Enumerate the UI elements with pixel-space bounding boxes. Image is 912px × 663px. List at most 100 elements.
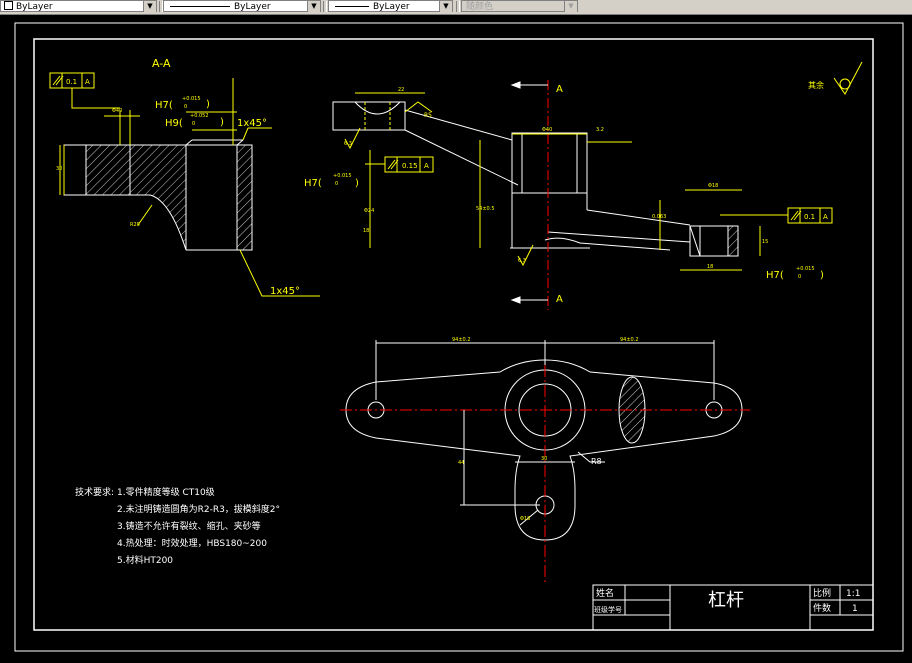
- svg-text:+0.015: +0.015: [333, 173, 352, 179]
- svg-text:R20: R20: [130, 222, 140, 228]
- toolbar-separator: [323, 1, 327, 12]
- scale-value: 1:1: [846, 589, 860, 599]
- fcf-left: 0.1 A: [49, 72, 120, 109]
- plotstyle-value: 随颜色: [466, 2, 494, 12]
- left-boss-arc: [354, 101, 401, 115]
- svg-text:94±0.2: 94±0.2: [620, 337, 639, 343]
- svg-text:): ): [220, 117, 224, 128]
- qty-value: 1: [852, 604, 858, 614]
- general-roughness: 其余: [808, 61, 863, 95]
- svg-text:R5: R5: [424, 112, 432, 119]
- svg-text:6.3: 6.3: [344, 141, 352, 147]
- svg-text:0.063: 0.063: [652, 214, 666, 220]
- flange: [63, 144, 87, 196]
- svg-text:18: 18: [363, 228, 369, 234]
- note-item-3: 3.铸造不允许有裂纹、缩孔、夹砂等: [117, 520, 261, 532]
- top-view: 94±0.2 94±0.2 30 44 R8 Φ18: [340, 337, 750, 585]
- svg-text:0: 0: [335, 181, 338, 187]
- chamfer-top: 1x45°: [237, 118, 267, 129]
- notes-heading: 技术要求:: [75, 486, 114, 498]
- svg-text:54±0.5: 54±0.5: [476, 206, 495, 212]
- svg-text:15: 15: [762, 239, 768, 245]
- name-label: 姓名: [596, 587, 614, 599]
- view-label-a-bottom: A: [556, 294, 563, 305]
- svg-text:): ): [206, 99, 210, 110]
- lineweight-dropdown[interactable]: ByLayer ▼: [328, 0, 453, 12]
- note-item-2: 2.未注明铸造圆角为R2-R3，拔模斜度2°: [117, 503, 280, 515]
- svg-text:94±0.2: 94±0.2: [452, 337, 471, 343]
- note-item-1: 1.零件精度等级 CT10级: [117, 486, 215, 498]
- layer-value: ByLayer: [16, 2, 53, 12]
- hatch-right: [236, 144, 253, 251]
- svg-text:30: 30: [541, 456, 547, 462]
- toolbar-separator: [456, 1, 460, 12]
- drawing-canvas[interactable]: A-A Φ40 30 R20: [0, 15, 912, 663]
- hatch-mid: [129, 144, 187, 251]
- hatch-left: [85, 144, 131, 196]
- designer-label: 班级学号: [594, 605, 622, 614]
- svg-text:Φ18: Φ18: [520, 516, 530, 522]
- properties-toolbar: ByLayer ▼ ByLayer ▼ ByLayer ▼ 随颜色 ▼: [0, 0, 912, 15]
- fcf-left-ref: A: [85, 78, 90, 86]
- svg-text:44: 44: [458, 460, 464, 466]
- note-item-4: 4.热处理：时效处理，HBS180~200: [117, 537, 267, 549]
- svg-text:0: 0: [192, 121, 195, 127]
- svg-text:3.2: 3.2: [596, 127, 604, 133]
- svg-text:30: 30: [56, 166, 62, 172]
- linetype-dropdown[interactable]: ByLayer ▼: [163, 0, 321, 12]
- svg-text:+0.015: +0.015: [796, 266, 815, 272]
- toolbar-separator: [159, 1, 163, 12]
- svg-text:0.1: 0.1: [804, 213, 815, 221]
- lever-outline: [345, 359, 743, 541]
- lineweight-preview: [335, 6, 369, 7]
- linetype-value: ByLayer: [234, 2, 271, 12]
- chevron-down-icon[interactable]: ▼: [564, 1, 577, 12]
- svg-text:0: 0: [184, 104, 187, 110]
- view-label-a-top: A: [556, 84, 563, 95]
- radius-label: R8: [591, 457, 602, 466]
- sheet-border: [14, 22, 904, 652]
- chevron-down-icon[interactable]: ▼: [307, 1, 320, 12]
- svg-text:A: A: [823, 213, 828, 221]
- section-view-a-a: A-A Φ40 30 R20: [49, 57, 320, 297]
- layer-dropdown[interactable]: ByLayer ▼: [0, 0, 157, 12]
- svg-text:+0.052: +0.052: [190, 113, 209, 119]
- fit-h9-left: H9(: [165, 118, 183, 129]
- fit-h7-mid: H7(: [304, 178, 322, 189]
- color-swatch-icon: [4, 1, 13, 10]
- lineweight-value: ByLayer: [373, 2, 410, 12]
- fit-h7-right: H7(: [766, 270, 784, 281]
- fcf-mid: 0.15 A: [365, 156, 434, 173]
- title-block: 姓名 班级学号 杠杆 比例 1:1 件数 1: [592, 584, 874, 631]
- chamfer-bottom: 1x45°: [270, 286, 300, 297]
- fcf-left-tol: 0.1: [66, 78, 77, 86]
- chevron-down-icon[interactable]: ▼: [143, 1, 156, 12]
- svg-text:): ): [355, 178, 359, 189]
- section-label: A-A: [152, 57, 171, 70]
- linetype-preview: [170, 6, 230, 7]
- chevron-down-icon[interactable]: ▼: [439, 1, 452, 12]
- qty-label: 件数: [813, 602, 831, 614]
- drawing-frame: [33, 38, 874, 631]
- svg-text:0: 0: [798, 274, 801, 280]
- svg-text:Φ40: Φ40: [542, 127, 552, 133]
- svg-text:+0.015: +0.015: [182, 96, 201, 102]
- plotstyle-dropdown[interactable]: 随颜色 ▼: [461, 0, 578, 12]
- front-view: A A 22 Φ40 3.2 54±0.5 Φ24 18 Φ18 18 15 0…: [304, 80, 833, 310]
- svg-text:22: 22: [398, 87, 404, 93]
- svg-text:Φ24: Φ24: [364, 208, 374, 214]
- svg-text:): ): [820, 270, 824, 281]
- svg-text:18: 18: [707, 264, 713, 270]
- svg-text:Φ40: Φ40: [112, 108, 122, 114]
- left-boss: [332, 101, 406, 131]
- part-name: 杠杆: [708, 590, 744, 611]
- svg-text:0.15: 0.15: [402, 162, 418, 170]
- other-label: 其余: [808, 80, 824, 90]
- fcf-right: 0.1 A: [720, 207, 833, 224]
- svg-text:A: A: [424, 162, 429, 170]
- technical-notes: 技术要求: 1.零件精度等级 CT10级 2.未注明铸造圆角为R2-R3，拔模斜…: [75, 486, 280, 566]
- fit-h7-left: H7(: [155, 100, 173, 111]
- scale-label: 比例: [813, 587, 831, 599]
- center-hub: [511, 132, 588, 194]
- note-item-5: 5.材料HT200: [117, 554, 173, 566]
